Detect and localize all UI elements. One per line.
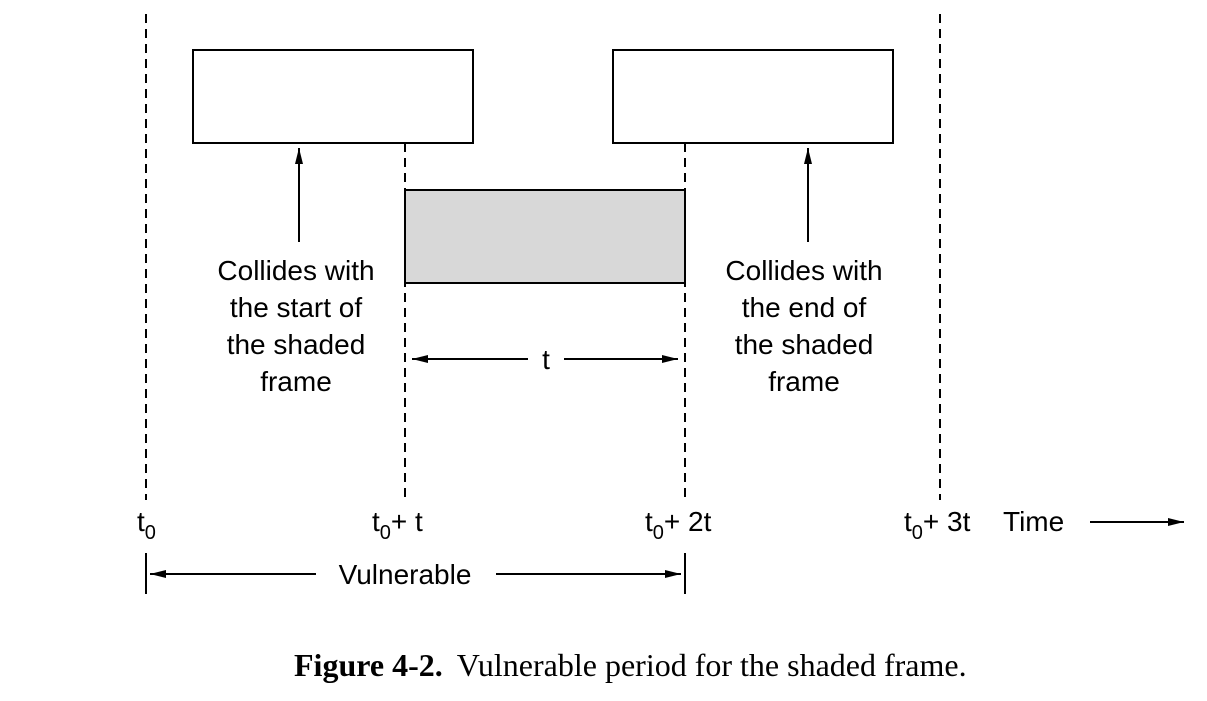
right-annotation-line4: frame <box>768 366 840 397</box>
figure-caption: Figure 4-2. Vulnerable period for the sha… <box>294 647 967 683</box>
right-colliding-frame <box>612 49 894 144</box>
left-annotation-line4: frame <box>260 366 332 397</box>
figure-caption-text: Vulnerable period for the shaded frame. <box>457 647 967 683</box>
right-annotation-line3: the shaded <box>735 329 874 360</box>
right-annotation-line1: Collides with <box>725 255 882 286</box>
t0-plus-2t-label: t0+ 2t <box>645 506 712 544</box>
left-annotation-line1: Collides with <box>217 255 374 286</box>
left-annotation-line3: the shaded <box>227 329 366 360</box>
frame-time-label: t <box>542 344 550 375</box>
left-colliding-frame <box>192 49 474 144</box>
t0-plus-3t-label: t0+ 3t <box>904 506 971 544</box>
t0-label: t0 <box>137 506 156 544</box>
vulnerable-label: Vulnerable <box>339 559 472 590</box>
shaded-frame <box>404 189 686 284</box>
figure-caption-label: Figure 4-2. <box>294 647 443 683</box>
right-annotation-line2: the end of <box>742 292 867 323</box>
t0-plus-t-label: t0+ t <box>372 506 423 544</box>
time-axis-label: Time <box>1003 506 1064 537</box>
left-annotation-line2: the start of <box>230 292 363 323</box>
